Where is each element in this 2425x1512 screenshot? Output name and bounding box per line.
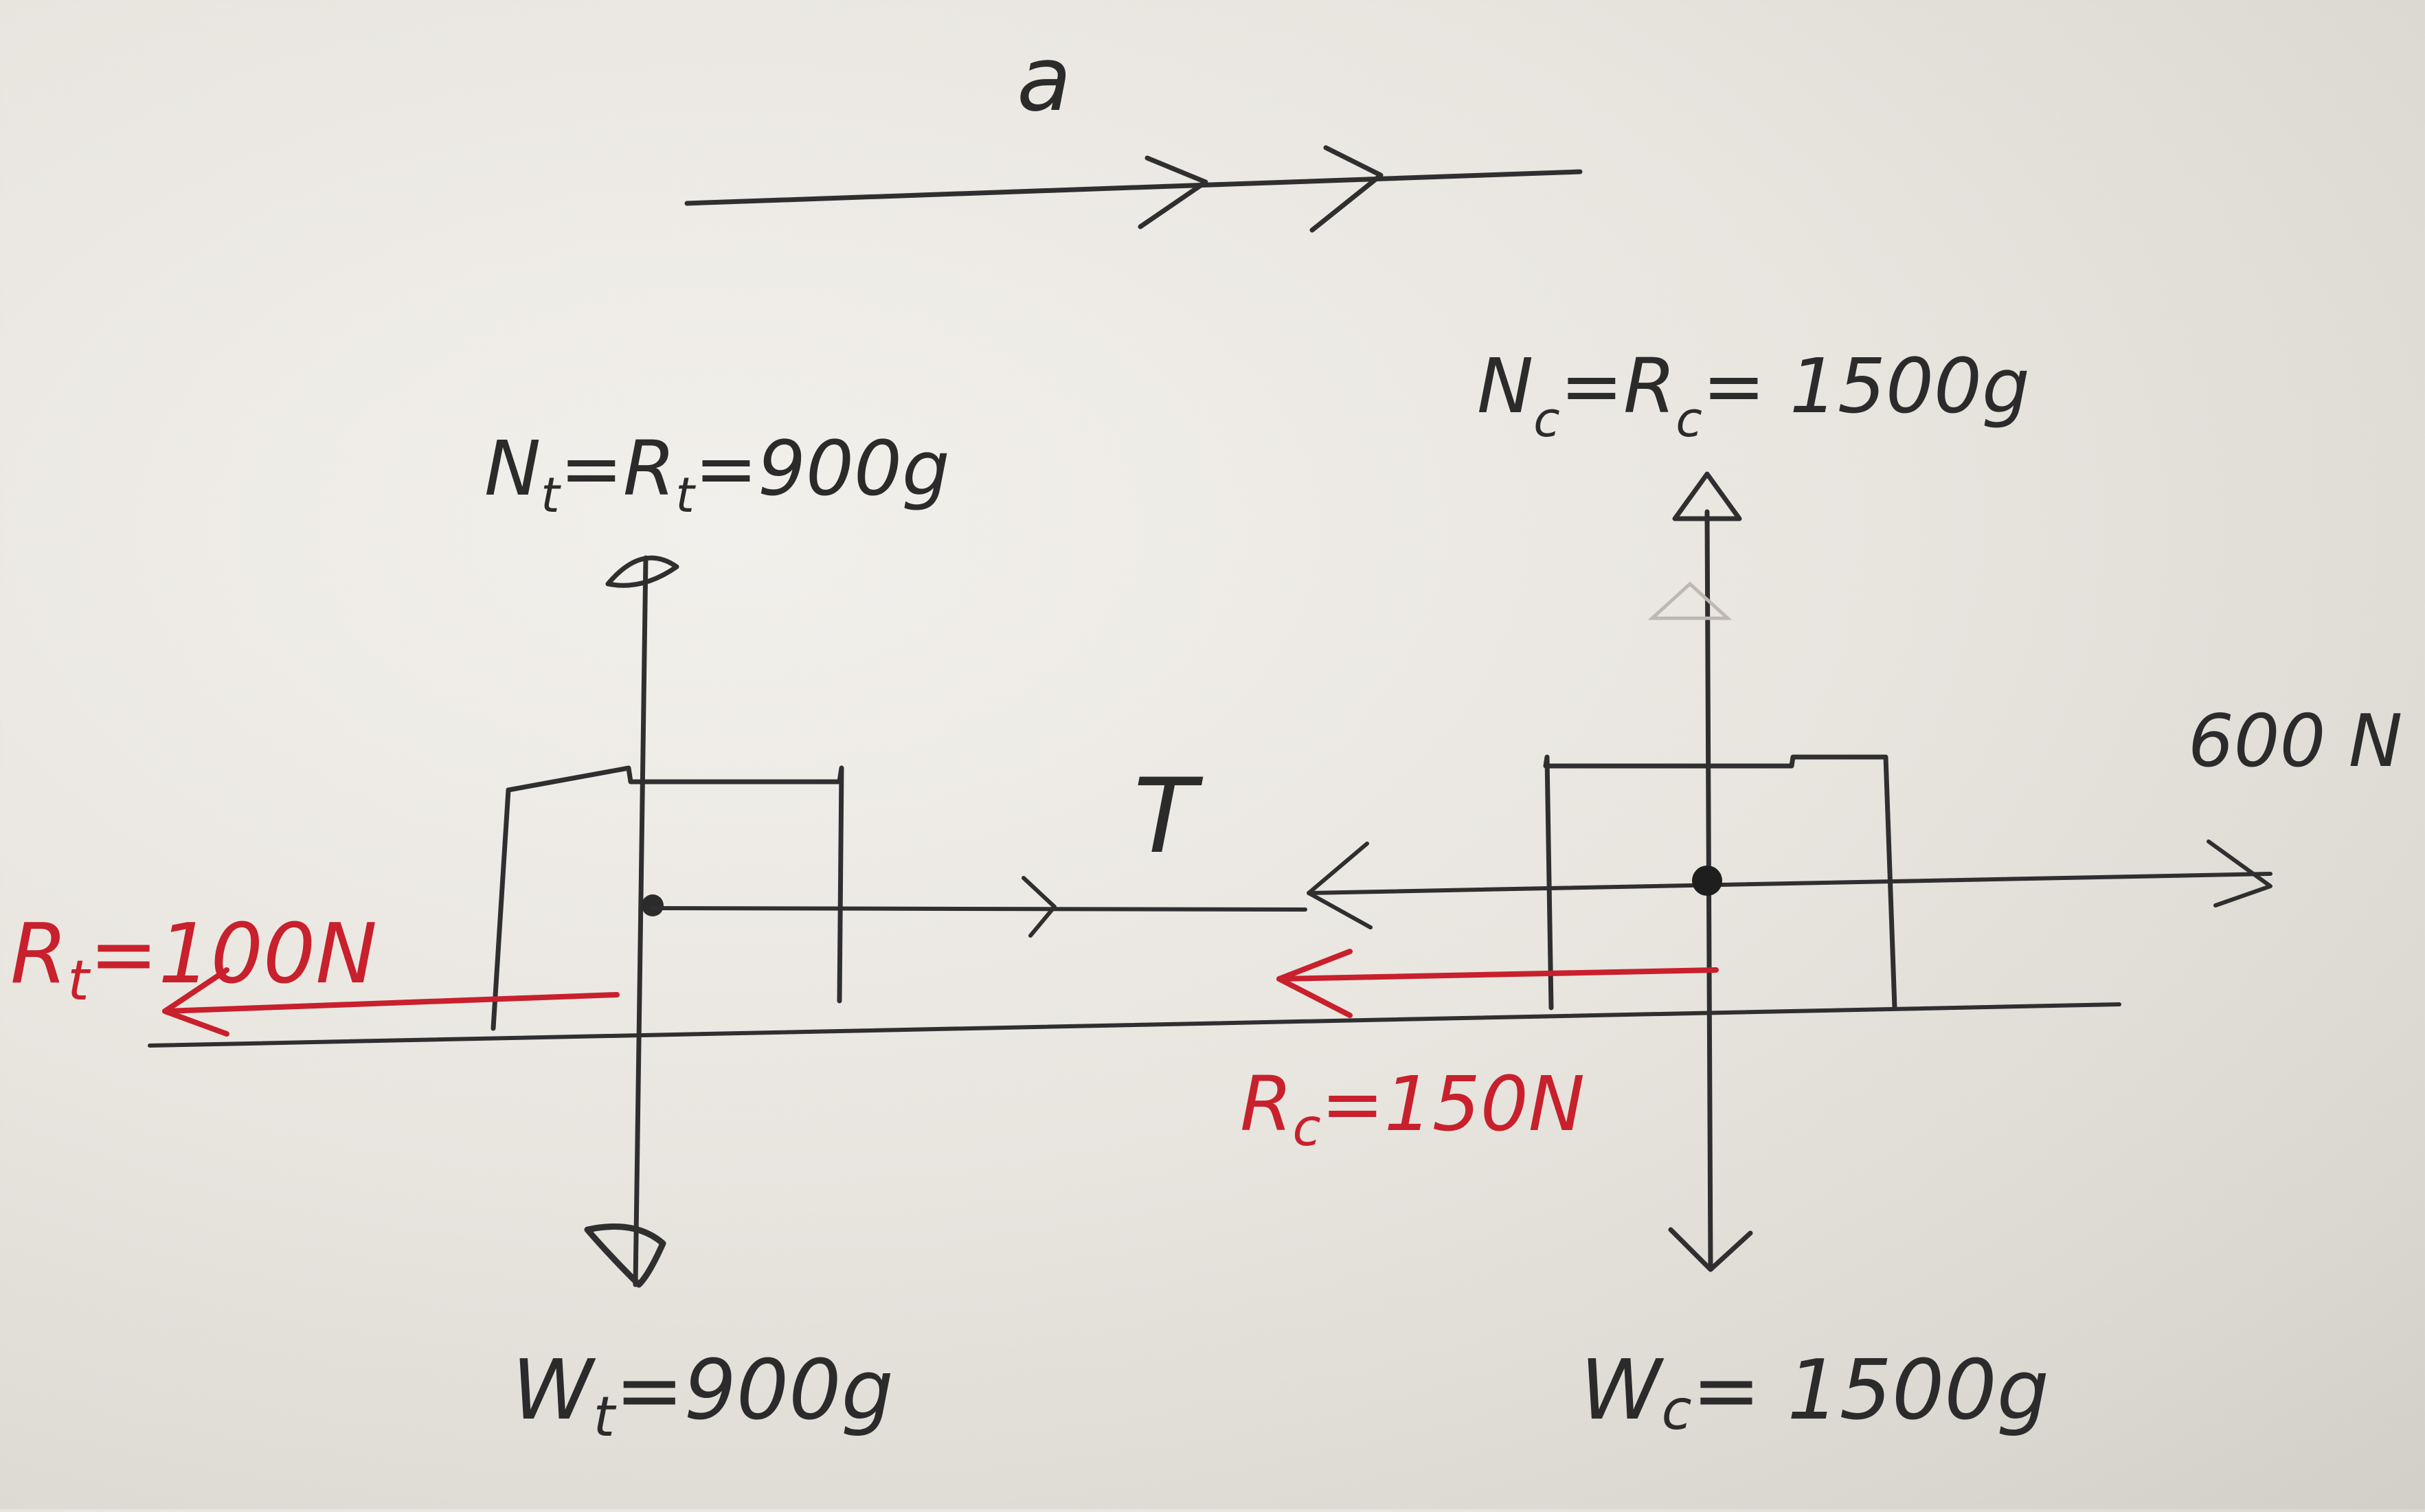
svg-text:Rt=100N: Rt=100N (10, 907, 377, 1013)
car-resistance-label: Rc=150N (1240, 1060, 1585, 1158)
trailer-box (490, 765, 844, 1031)
car-normal-label: Nc=Rc= 1500g (1477, 342, 2030, 448)
applied-force-arrow (1307, 839, 2272, 907)
trailer-weight-label: Wt=900g (512, 1343, 894, 1449)
svg-text:Wt=900g: Wt=900g (512, 1343, 894, 1449)
tension-label: T (1133, 757, 1204, 877)
car-box (1543, 754, 1897, 1011)
car-weight-label: Wc= 1500g (1580, 1343, 2049, 1442)
trailer-resistance-label: Rt=100N (10, 907, 377, 1013)
acceleration-arrow (684, 145, 1583, 233)
car-center-dot (1692, 866, 1722, 896)
trailer-normal-weight-arrows (584, 555, 679, 1288)
acceleration-label: a (1017, 27, 1072, 131)
applied-force-label: 600 N (2188, 699, 2402, 783)
trailer-center-dot (642, 894, 664, 916)
svg-text:Wc= 1500g: Wc= 1500g (1580, 1343, 2049, 1442)
trailer-resistance-arrow (162, 967, 620, 1037)
svg-text:Rc=150N: Rc=150N (1240, 1060, 1585, 1158)
car-resistance-arrow (1276, 949, 1719, 1018)
tension-arrows (651, 842, 1373, 938)
ground-line (148, 1002, 2121, 1048)
svg-text:Nt=Rt=900g: Nt=Rt=900g (484, 425, 950, 523)
trailer-normal-label: Nt=Rt=900g (484, 425, 950, 523)
svg-text:Nc=Rc= 1500g: Nc=Rc= 1500g (1477, 342, 2030, 448)
